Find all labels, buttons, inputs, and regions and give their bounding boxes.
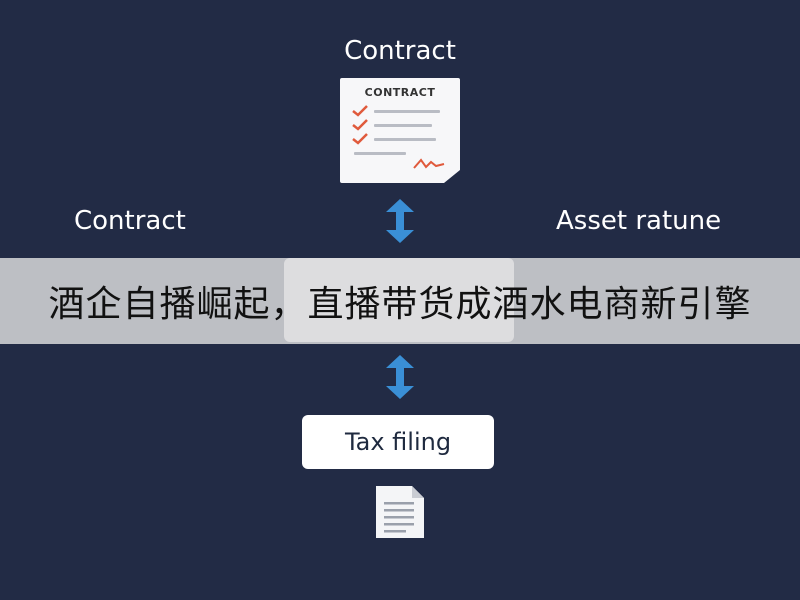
contract-left-label: Contract xyxy=(74,206,186,236)
tax-filing-label: Tax filing xyxy=(344,428,452,456)
contract-document-title: CONTRACT xyxy=(364,86,436,99)
contract-top-label: Contract xyxy=(344,36,456,66)
up-down-arrow-icon xyxy=(386,355,414,399)
checkmark-icon xyxy=(352,119,368,131)
asset-label: Asset ratune xyxy=(556,206,722,236)
up-down-arrow-icon xyxy=(386,199,414,243)
doc-line xyxy=(374,124,432,127)
caption-text: 酒企自播崛起，直播带货成酒水电商新引擎 xyxy=(48,284,752,325)
doc-line xyxy=(374,138,436,141)
doc-line xyxy=(354,152,406,155)
signature-icon xyxy=(413,158,445,169)
contract-document: CONTRACT xyxy=(340,78,460,183)
document-icon xyxy=(376,486,424,538)
caption-band: 酒企自播崛起，直播带货成酒水电商新引擎 xyxy=(0,258,800,344)
page-curl-icon xyxy=(444,170,460,183)
checkmark-icon xyxy=(352,133,368,145)
doc-line xyxy=(374,110,440,113)
checkmark-icon xyxy=(352,105,368,117)
tax-filing-box: Tax filing xyxy=(302,415,494,469)
